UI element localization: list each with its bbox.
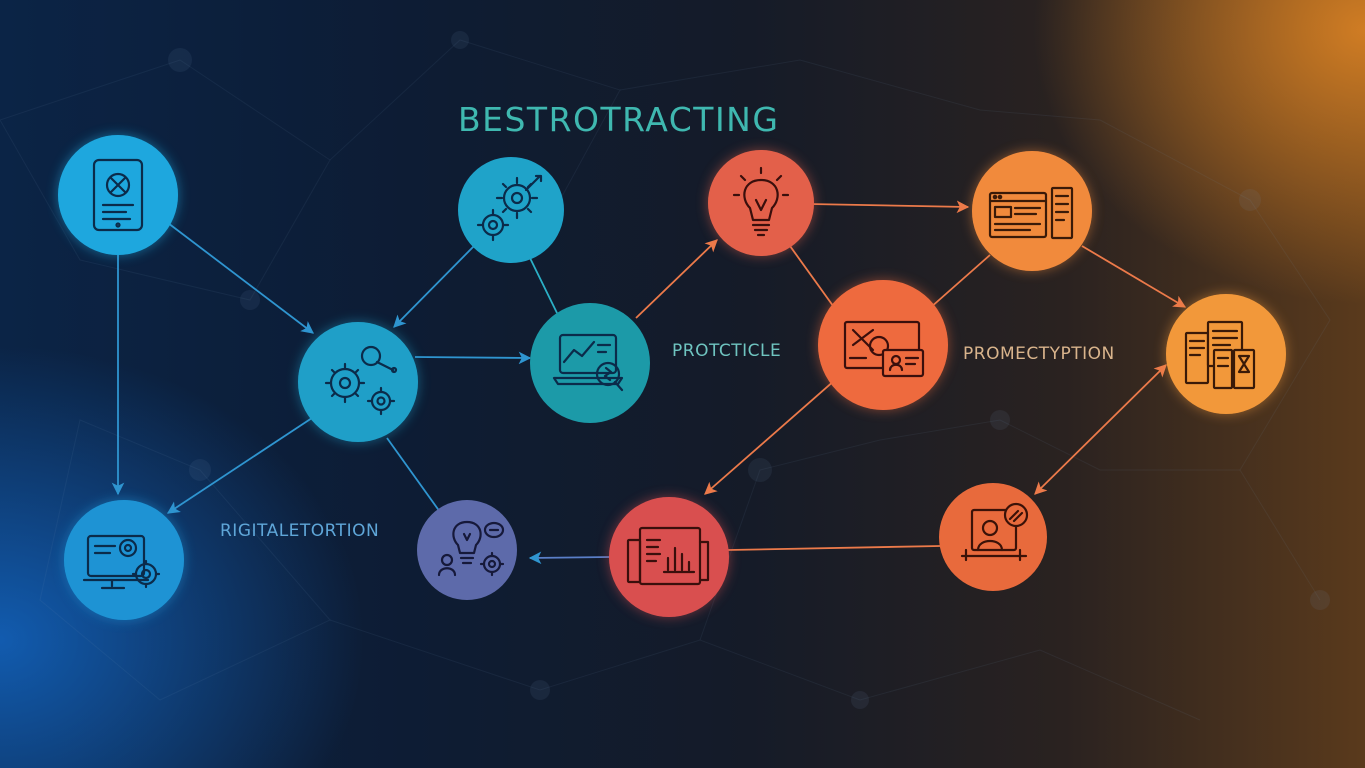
edge-n8-n10 — [929, 254, 991, 309]
edge-n9-n6 — [528, 551, 611, 565]
edge-n2-n5 — [529, 257, 558, 314]
label-protcticle: PROTCTICLE — [672, 341, 782, 361]
label-promectyption: PROMECTYPTION — [963, 344, 1115, 364]
edge-n8-n9 — [704, 379, 836, 495]
node-gears-magnifier[interactable] — [298, 322, 418, 442]
edge-n5-n7 — [635, 239, 718, 319]
node-documents[interactable] — [1166, 294, 1286, 414]
gears-icon — [476, 174, 543, 242]
document-chart-icon — [626, 526, 710, 586]
edge-n2-n3 — [393, 245, 475, 328]
node-tablet[interactable] — [58, 135, 178, 255]
node-laptop-chart[interactable] — [530, 303, 650, 423]
laptop-chart-icon — [552, 333, 624, 392]
person-screen-icon — [960, 502, 1029, 562]
node-image-card[interactable] — [818, 280, 948, 410]
node-document-chart[interactable] — [609, 497, 729, 617]
label-rigitaletortion: RIGITALETORTION — [220, 521, 380, 541]
edge-n7-n8 — [789, 245, 837, 311]
background-dots — [168, 31, 1330, 709]
tablet-icon — [92, 158, 144, 232]
browser-layout-icon — [988, 186, 1074, 240]
node-person-screen[interactable] — [939, 483, 1047, 591]
edge-n11-n12 — [1034, 364, 1167, 495]
edge-n7-n10 — [808, 200, 970, 214]
edge-n3-n4 — [166, 417, 313, 514]
lightbulb-icon — [732, 166, 790, 237]
node-browser-layout[interactable] — [972, 151, 1092, 271]
edge-n11-n9 — [727, 545, 941, 551]
diagram-title: BESTROTRACTING — [458, 100, 780, 139]
edge-n1-n3 — [167, 222, 315, 334]
lightbulb-people-icon — [437, 520, 505, 577]
monitor-gears-icon — [82, 534, 161, 590]
nodes — [58, 135, 1286, 620]
documents-icon — [1184, 320, 1256, 390]
node-monitor-gears[interactable] — [64, 500, 184, 620]
edges — [111, 200, 1187, 565]
edge-n10-n12 — [1081, 245, 1187, 308]
edge-n3-n6 — [386, 437, 441, 513]
node-lightbulb[interactable] — [708, 150, 814, 256]
background-network — [0, 39, 1331, 721]
node-gears[interactable] — [458, 157, 564, 263]
gears-magnifier-icon — [324, 345, 398, 416]
node-lightbulb-people[interactable] — [417, 500, 517, 600]
image-card-icon — [843, 320, 925, 378]
edge-n3-n5 — [414, 351, 532, 365]
